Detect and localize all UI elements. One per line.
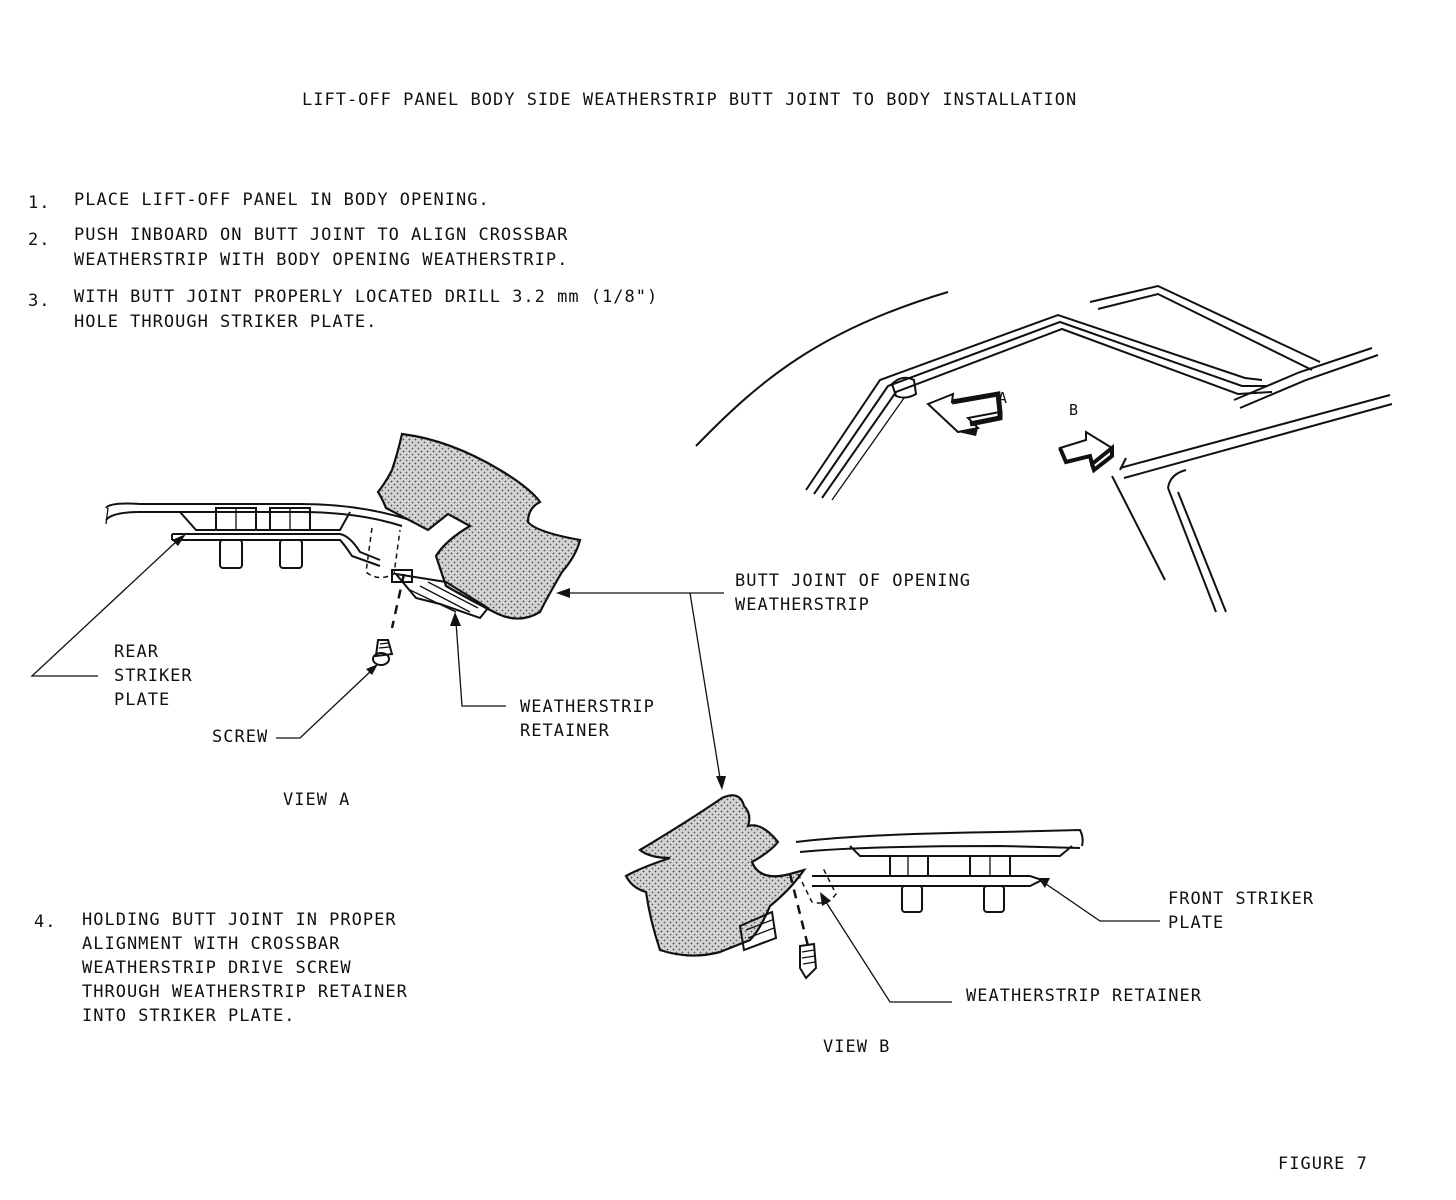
step-line: HOLDING BUTT JOINT IN PROPER bbox=[82, 910, 397, 930]
label-line: PLATE bbox=[114, 690, 171, 710]
label-line: BUTT JOINT OF OPENING bbox=[735, 571, 971, 591]
step-line: PLACE LIFT-OFF PANEL IN BODY OPENING. bbox=[74, 190, 490, 210]
step-number: 1. bbox=[28, 193, 51, 213]
step-line: PUSH INBOARD ON BUTT JOINT TO ALIGN CROS… bbox=[74, 225, 569, 245]
label-line: REAR bbox=[114, 642, 159, 662]
step-text: WITH BUTT JOINT PROPERLY LOCATED DRILL 3… bbox=[74, 285, 658, 335]
step-line: ALIGNMENT WITH CROSSBAR bbox=[82, 934, 341, 954]
page-title: LIFT-OFF PANEL BODY SIDE WEATHERSTRIP BU… bbox=[302, 90, 1078, 110]
view-b-assembly bbox=[624, 794, 1084, 980]
label-front-striker-plate: FRONT STRIKER PLATE bbox=[1168, 887, 1314, 935]
label-view-b: VIEW B bbox=[823, 1037, 891, 1057]
step-line: WEATHERSTRIP WITH BODY OPENING WEATHERST… bbox=[74, 250, 569, 270]
label-line: WEATHERSTRIP bbox=[520, 697, 655, 717]
figure-number: FIGURE 7 bbox=[1278, 1154, 1368, 1174]
step-line: WEATHERSTRIP DRIVE SCREW bbox=[82, 958, 352, 978]
label-line: FRONT STRIKER bbox=[1168, 889, 1315, 909]
step-number: 3. bbox=[28, 291, 51, 311]
label-screw: SCREW bbox=[212, 727, 269, 747]
step-line: HOLE THROUGH STRIKER PLATE. bbox=[74, 312, 378, 332]
label-view-a: VIEW A bbox=[283, 790, 351, 810]
leader-lines bbox=[30, 534, 1160, 1003]
label-weatherstrip-retainer-b: WEATHERSTRIP RETAINER bbox=[966, 986, 1202, 1006]
step-line: INTO STRIKER PLATE. bbox=[82, 1006, 296, 1026]
view-a-assembly bbox=[105, 432, 582, 666]
label-arrow-b: B bbox=[1069, 401, 1080, 419]
step-text: PLACE LIFT-OFF PANEL IN BODY OPENING. bbox=[74, 188, 490, 213]
step-text: HOLDING BUTT JOINT IN PROPER ALIGNMENT W… bbox=[82, 908, 408, 1028]
label-rear-striker-plate: REAR STRIKER PLATE bbox=[114, 640, 193, 712]
label-line: STRIKER bbox=[114, 666, 193, 686]
label-line: RETAINER bbox=[520, 721, 610, 741]
step-number: 2. bbox=[28, 230, 51, 250]
car-body-overview bbox=[695, 284, 1393, 613]
label-arrow-a: A bbox=[998, 389, 1009, 407]
step-number: 4. bbox=[34, 912, 57, 932]
label-line: PLATE bbox=[1168, 913, 1225, 933]
step-line: THROUGH WEATHERSTRIP RETAINER bbox=[82, 982, 408, 1002]
label-line: WEATHERSTRIP bbox=[735, 595, 870, 615]
step-text: PUSH INBOARD ON BUTT JOINT TO ALIGN CROS… bbox=[74, 223, 568, 273]
label-weatherstrip-retainer-a: WEATHERSTRIP RETAINER bbox=[520, 695, 655, 743]
label-butt-joint: BUTT JOINT OF OPENING WEATHERSTRIP bbox=[735, 569, 971, 617]
step-line: WITH BUTT JOINT PROPERLY LOCATED DRILL 3… bbox=[74, 287, 659, 307]
